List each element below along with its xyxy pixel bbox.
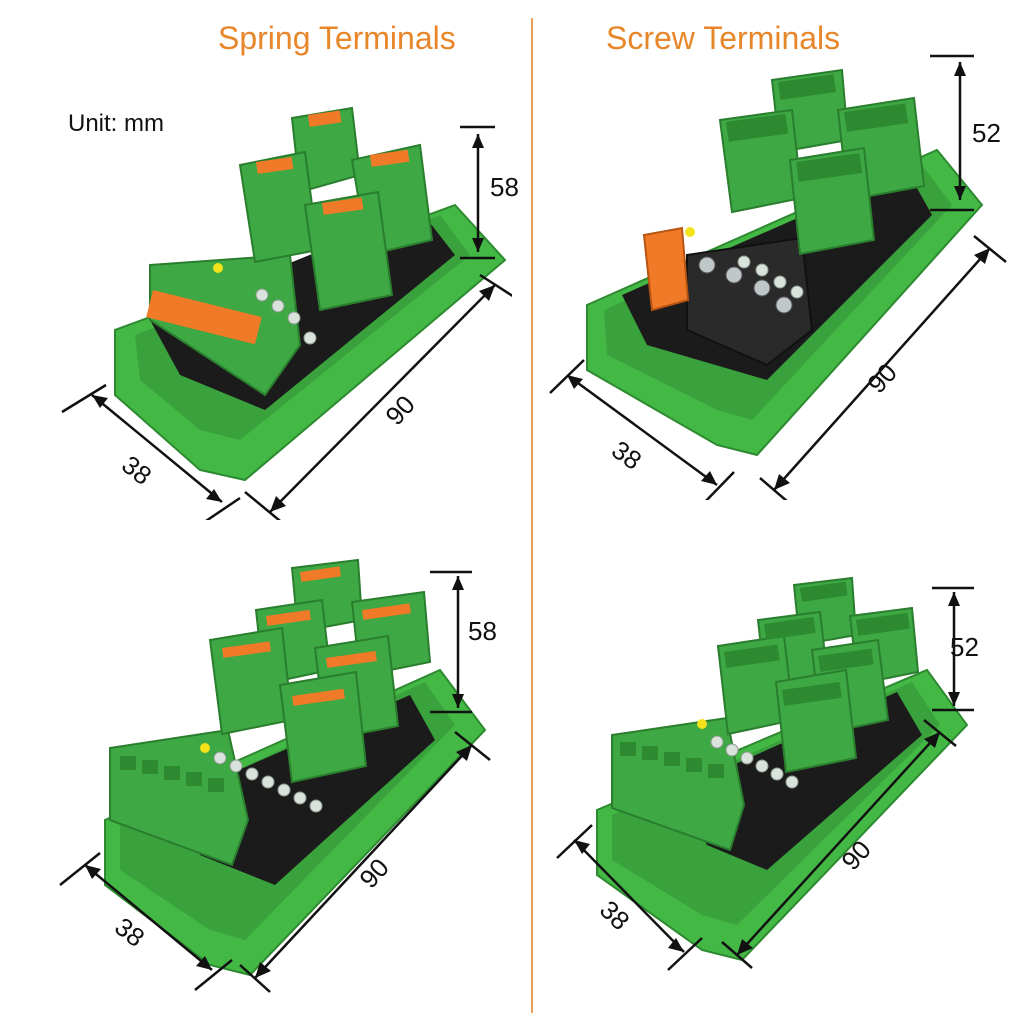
dimension-height: 58 — [468, 616, 497, 646]
unit-label: Unit: mm — [68, 110, 164, 137]
dimension-height: 58 — [490, 172, 519, 202]
screw-8ch-module-illustration — [556, 576, 974, 971]
vertical-divider — [531, 18, 533, 1013]
screw-4ch-module-illustration — [549, 54, 1007, 500]
product-panel-screw-8ch: 38 90 52 — [512, 520, 1024, 1020]
spring-terminals-heading: Spring Terminals — [218, 20, 456, 56]
dimension-height: 52 — [972, 118, 1001, 148]
spring-4ch-module-illustration — [61, 106, 512, 520]
product-panel-spring-4ch: 38 90 58 — [0, 0, 519, 520]
screw-terminals-heading: Screw Terminals — [606, 20, 841, 56]
spring-8ch-module-illustration — [59, 558, 491, 993]
dimension-height: 52 — [950, 632, 979, 662]
product-panel-screw-4ch: 38 90 52 — [512, 0, 1024, 500]
product-panel-spring-8ch: 38 90 58 — [0, 520, 512, 1020]
